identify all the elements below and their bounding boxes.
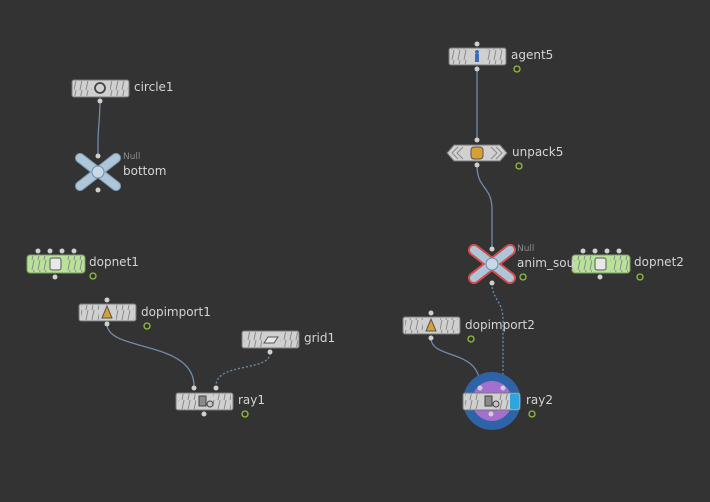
node-label-dopnet2: dopnet2 <box>634 255 684 269</box>
node-dopimport2[interactable] <box>402 310 461 341</box>
wire-circle1-bottom[interactable] <box>97 100 101 156</box>
dop-icon <box>594 257 607 271</box>
node-flags <box>89 65 644 418</box>
grid-icon <box>263 336 279 344</box>
null-icon <box>468 244 516 284</box>
node-grid1[interactable] <box>241 330 300 355</box>
node-dopimport1[interactable] <box>78 297 137 327</box>
node-label-ray2: ray2 <box>526 393 554 407</box>
node-type-anim_sou: Null <box>517 244 535 254</box>
node-label-agent5: agent5 <box>511 48 554 62</box>
node-ray1[interactable] <box>175 385 234 417</box>
node-label-dopimport1: dopimport1 <box>141 305 211 319</box>
wires <box>97 69 504 387</box>
node-label-anim_sou: anim_sou <box>517 256 575 270</box>
node-anim_sou[interactable] <box>468 244 516 286</box>
wire-unpack5-anim_sou[interactable] <box>476 164 493 249</box>
node-ray2[interactable] <box>462 385 521 417</box>
node-label-unpack5: unpack5 <box>512 145 564 159</box>
wire-grid1-ray1[interactable] <box>215 352 271 387</box>
input-connector[interactable] <box>95 153 101 159</box>
output-connector[interactable] <box>97 98 103 104</box>
wire-dopimport1-ray1[interactable] <box>106 323 195 387</box>
null-icon <box>75 153 121 191</box>
dop-icon <box>49 257 62 271</box>
node-dopnet1[interactable] <box>26 248 86 280</box>
wire-anim_sou-ray2[interactable] <box>491 282 504 386</box>
node-label-ray1: ray1 <box>238 393 266 407</box>
node-label-circle1: circle1 <box>134 80 174 94</box>
circle-icon <box>94 82 106 94</box>
node-type-bottom: Null <box>123 152 141 162</box>
display-flag[interactable] <box>510 394 519 409</box>
node-label-grid1: grid1 <box>304 331 336 345</box>
node-unpack5[interactable] <box>446 137 508 168</box>
dopimport-icon <box>425 317 437 332</box>
ray-icon <box>484 395 500 408</box>
unpack-icon <box>470 146 484 160</box>
node-label-dopnet1: dopnet1 <box>89 255 139 269</box>
node-dopnet2[interactable] <box>571 248 631 280</box>
node-label-dopimport2: dopimport2 <box>465 318 535 332</box>
node-label-bottom: bottom <box>123 164 167 178</box>
node-agent5[interactable] <box>448 41 507 72</box>
node-circle1[interactable] <box>71 79 130 104</box>
ray-icon <box>198 395 214 408</box>
wire-dopimport2-ray2[interactable] <box>430 337 481 387</box>
node-bottom[interactable] <box>75 153 121 193</box>
dopimport-icon <box>101 304 113 319</box>
agent-icon <box>475 50 479 62</box>
output-connector[interactable] <box>95 187 101 193</box>
